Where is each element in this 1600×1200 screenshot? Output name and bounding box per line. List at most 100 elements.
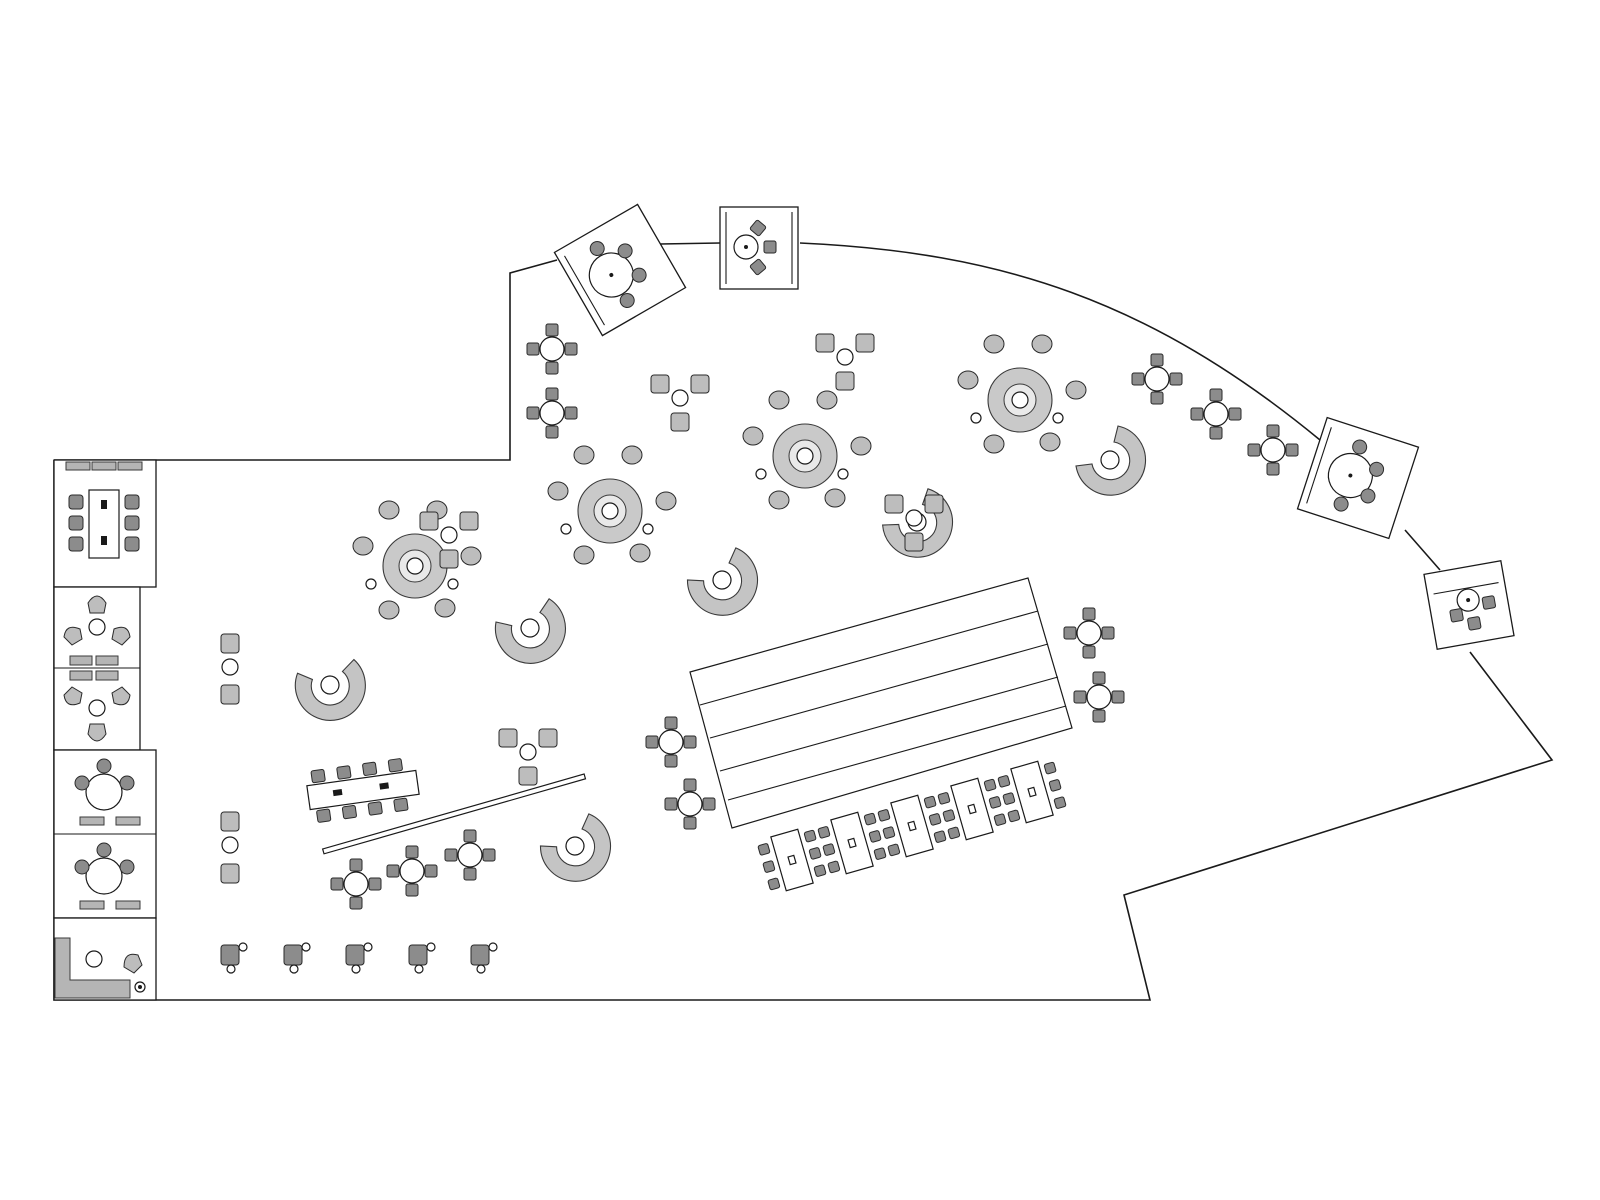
lounge-chair: [670, 412, 690, 432]
round-table-4-seat: [386, 845, 438, 897]
chair: [887, 843, 901, 857]
bench-table: [877, 794, 947, 858]
soft-chair: [629, 543, 651, 563]
round-table-room-2: [74, 842, 141, 910]
chair-trio: [650, 374, 710, 432]
power-box: [1027, 786, 1037, 798]
soft-chair: [816, 390, 838, 410]
soft-chair: [460, 546, 482, 566]
chair: [564, 406, 578, 420]
soft-chair: [352, 536, 374, 556]
side-table: [365, 578, 377, 590]
chair: [813, 864, 827, 877]
chair: [683, 816, 697, 830]
soft-chair: [768, 390, 790, 410]
chair: [933, 830, 947, 843]
pod-table: [1011, 391, 1029, 409]
power-box: [907, 820, 917, 832]
lounge-chair: [835, 371, 855, 391]
chair: [368, 877, 382, 891]
communal-bench-tables: [757, 760, 1067, 892]
chair: [526, 342, 540, 356]
curved-sofa: [686, 547, 758, 616]
chair: [873, 847, 887, 860]
lounge-chair: [419, 511, 439, 531]
small-table: [905, 509, 923, 527]
sofa-table: [320, 675, 340, 695]
chair-trios: [419, 333, 944, 786]
small-table: [440, 526, 458, 544]
round-table-4-seat: [1073, 671, 1125, 723]
soft-chair: [742, 426, 764, 446]
booth-4: [1423, 560, 1515, 650]
round-table: [539, 336, 565, 362]
chair: [1209, 388, 1223, 402]
sofa-table: [712, 570, 732, 590]
round-table: [539, 400, 565, 426]
chair-trio: [815, 333, 875, 391]
chair: [1002, 792, 1016, 805]
soft-chair: [434, 598, 456, 618]
small-table: [836, 348, 854, 366]
pod-table: [406, 557, 424, 575]
partition: [321, 773, 587, 855]
chair: [983, 778, 997, 792]
lounge-chair: [518, 766, 538, 786]
chair: [1150, 391, 1164, 405]
round-table-room-1: [74, 758, 141, 826]
sofa-body: [494, 598, 566, 664]
chair: [1043, 761, 1057, 775]
chair: [757, 843, 771, 856]
soft-chair: [1039, 432, 1061, 452]
round-table: [399, 858, 425, 884]
chair: [1150, 353, 1164, 367]
soft-chair: [983, 334, 1005, 354]
lounge-pod: [352, 500, 482, 620]
sofa-table: [1100, 450, 1120, 470]
chair: [1111, 690, 1125, 704]
chair: [664, 797, 678, 811]
sofa-body: [539, 813, 611, 882]
pod-table: [796, 447, 814, 465]
chair: [386, 864, 400, 878]
chair: [1053, 796, 1067, 809]
chair: [664, 716, 678, 730]
chair: [822, 843, 836, 856]
bench-table: [817, 811, 887, 875]
side-table: [755, 468, 767, 480]
chair: [1209, 426, 1223, 440]
chair: [767, 877, 781, 891]
soft-chair: [957, 370, 979, 390]
chair: [664, 754, 678, 768]
chair-trio: [419, 511, 479, 569]
booth-2: [719, 206, 799, 290]
chair: [1285, 443, 1299, 457]
chair: [564, 342, 578, 356]
lounge-chair: [904, 532, 924, 552]
chair: [1082, 607, 1096, 621]
chair: [937, 792, 951, 805]
soft-chair: [573, 445, 595, 465]
soft-chair: [378, 600, 400, 620]
chair: [463, 867, 477, 881]
chair: [405, 845, 419, 859]
side-table: [560, 523, 572, 535]
meeting-chairs-1: [68, 494, 140, 552]
chair: [942, 809, 956, 822]
round-table: [1086, 684, 1112, 710]
chair: [868, 830, 882, 843]
chair: [928, 813, 942, 826]
curved-sofa: [539, 813, 611, 882]
chair: [349, 858, 363, 872]
chair: [827, 860, 841, 874]
round-table-groups: [330, 323, 1299, 910]
round-table: [677, 791, 703, 817]
bench-table: [997, 760, 1067, 824]
power-box: [967, 803, 977, 815]
soft-chair: [573, 545, 595, 565]
lounge-chair: [884, 494, 904, 514]
round-table-4-seat: [444, 829, 496, 881]
chair: [808, 847, 822, 860]
soft-chair: [621, 445, 643, 465]
